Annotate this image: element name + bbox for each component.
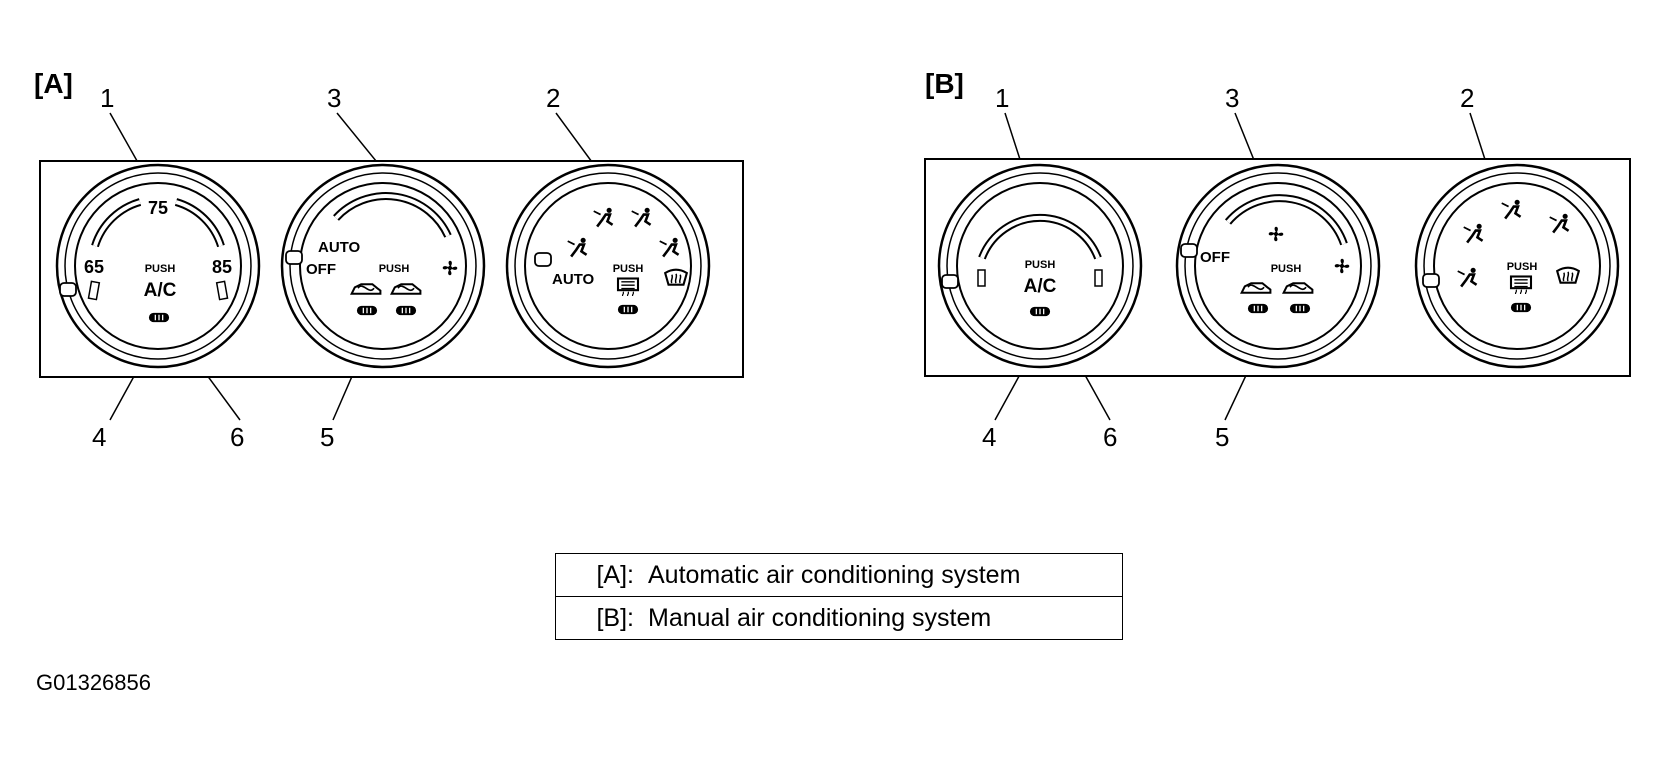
legend-key: [A]: — [596, 560, 634, 589]
callout-4: 4 — [92, 422, 106, 452]
legend-text: Manual air conditioning system — [648, 603, 992, 632]
temperature-dial[interactable]: PUSH A/C — [937, 163, 1143, 369]
push-label: PUSH — [1271, 263, 1302, 275]
indicator-lamp-icon — [1289, 303, 1311, 314]
panel-label: [A] — [34, 68, 73, 99]
indicator-lamp-icon — [356, 305, 378, 316]
temp-label-85: 85 — [212, 257, 232, 277]
legend-row: [B]: Manual air conditioning system — [556, 596, 1122, 639]
callout-2: 2 — [1460, 83, 1474, 113]
legend-key: [B]: — [596, 603, 634, 632]
legend-row: [A]: Automatic air conditioning system — [556, 554, 1122, 596]
ac-label: A/C — [144, 280, 177, 301]
push-label: PUSH — [613, 263, 644, 275]
fan-speed-dial[interactable]: AUTO OFF PUSH — [280, 163, 486, 369]
callout-1: 1 — [995, 83, 1009, 113]
callout-4: 4 — [982, 422, 996, 452]
figure-code: G01326856 — [36, 670, 151, 695]
knob-marker-icon — [1180, 243, 1198, 258]
air-flow-mode-dial[interactable]: AUTO PUSH — [505, 163, 711, 369]
temp-label-75: 75 — [148, 198, 168, 218]
ac-label: A/C — [1024, 276, 1057, 297]
knob-marker-icon — [59, 282, 77, 297]
off-label: OFF — [1200, 249, 1230, 266]
knob-marker-icon — [941, 274, 959, 289]
auto-label: AUTO — [318, 239, 361, 256]
callout-3: 3 — [327, 83, 341, 113]
panel-label: [B] — [925, 68, 964, 99]
callout-5: 5 — [320, 422, 334, 452]
indicator-lamp-icon — [1247, 303, 1269, 314]
push-label: PUSH — [145, 263, 176, 275]
panel-b: [B] 1 3 2 4 6 5 PUSH A/C — [924, 68, 1631, 452]
legend-table: [A]: Automatic air conditioning system [… — [555, 553, 1123, 640]
auto-label: AUTO — [552, 271, 595, 288]
knob-marker-icon — [1422, 273, 1440, 288]
panel-a: [A] 1 3 2 4 6 5 — [34, 68, 744, 452]
indicator-lamp-icon — [1510, 302, 1532, 313]
callout-3: 3 — [1225, 83, 1239, 113]
callout-6: 6 — [230, 422, 244, 452]
indicator-lamp-icon — [395, 305, 417, 316]
indicator-lamp-icon — [617, 304, 639, 315]
legend-text: Automatic air conditioning system — [648, 560, 1021, 589]
callout-6: 6 — [1103, 422, 1117, 452]
off-label: OFF — [306, 261, 336, 278]
temp-label-65: 65 — [84, 257, 104, 277]
indicator-lamp-icon — [1029, 306, 1051, 317]
fan-speed-dial[interactable]: OFF PUSH — [1175, 163, 1381, 369]
knob-marker-icon — [285, 250, 303, 265]
air-flow-mode-dial[interactable]: PUSH — [1414, 163, 1620, 369]
knob-marker-icon — [534, 252, 552, 267]
temperature-dial[interactable]: 75 65 85 PUSH A/C — [55, 163, 261, 369]
callout-1: 1 — [100, 83, 114, 113]
callout-5: 5 — [1215, 422, 1229, 452]
callout-2: 2 — [546, 83, 560, 113]
push-label: PUSH — [1507, 261, 1538, 273]
push-label: PUSH — [1025, 259, 1056, 271]
push-label: PUSH — [379, 263, 410, 275]
indicator-lamp-icon — [148, 312, 170, 323]
